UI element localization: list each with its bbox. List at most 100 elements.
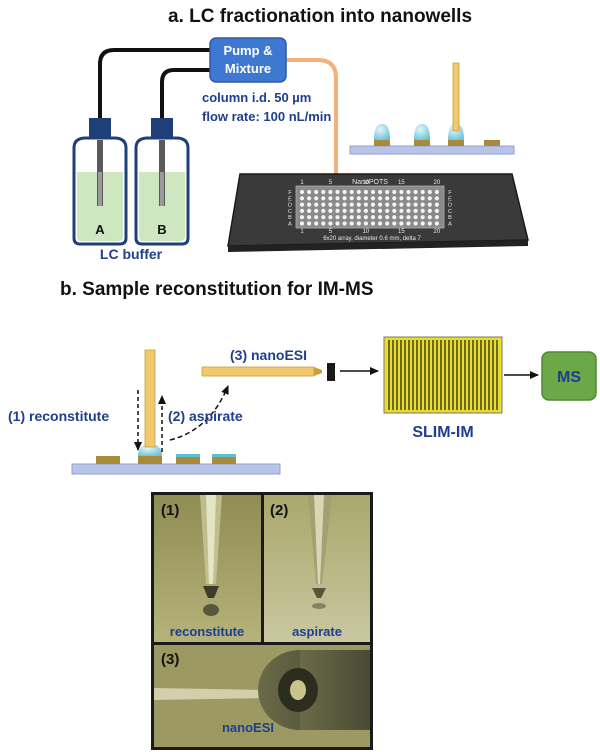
section-b-title: b. Sample reconstitution for IM-MS <box>60 279 374 300</box>
nanowell <box>392 215 397 220</box>
pump-label-line1: Pump & <box>223 43 272 58</box>
nanowell <box>406 196 411 201</box>
nanowell <box>299 196 305 201</box>
nanowell <box>399 215 404 220</box>
nanowell <box>328 208 333 213</box>
nanowell <box>413 221 418 226</box>
nanowell <box>434 202 439 207</box>
chip-row-letter: B <box>448 215 452 221</box>
nanowell <box>427 221 432 226</box>
nanoesi-emitter <box>201 366 315 377</box>
nanowell <box>328 215 333 220</box>
photo2-number: (2) <box>270 502 288 519</box>
nanowell <box>413 189 418 195</box>
nanowell <box>299 202 305 207</box>
nanowell <box>299 189 305 195</box>
nanowell <box>406 215 411 220</box>
nanowell <box>427 208 432 213</box>
step-reconstitute-label: (1) reconstitute <box>8 408 109 424</box>
nanowell <box>392 189 397 195</box>
nanowell <box>427 189 432 195</box>
nanowell <box>363 208 368 213</box>
nanowell <box>314 215 319 220</box>
column-id-label: column i.d. 50 µm <box>202 90 311 105</box>
nanowell <box>363 215 368 220</box>
nanowell <box>314 221 319 226</box>
ms-box: MS <box>541 351 597 401</box>
nanowell <box>349 215 354 220</box>
chip-row-letter: D <box>448 203 452 209</box>
nanowell <box>335 189 340 195</box>
nanowell <box>314 196 319 201</box>
nanowell <box>363 196 368 201</box>
slim-im-label: SLIM-IM <box>412 424 473 441</box>
pump-label-line2: Mixture <box>225 61 271 76</box>
nanowell <box>406 221 411 226</box>
droplet <box>374 124 390 140</box>
nanowell <box>420 196 425 201</box>
section-a-title: a. LC fractionation into nanowells <box>168 6 472 27</box>
nanowell <box>420 215 425 220</box>
nanowell <box>342 202 347 207</box>
nanowell <box>427 202 432 207</box>
nanowell <box>378 202 383 207</box>
nanowell <box>342 189 347 195</box>
nanowell <box>328 196 333 201</box>
nanowell <box>420 202 425 207</box>
nanowell <box>420 189 425 195</box>
nanowell <box>392 221 397 226</box>
chip-column-number: 20 <box>434 180 441 186</box>
nanowell <box>434 208 439 213</box>
photo-reconstitute: (1) reconstitute <box>154 495 261 642</box>
inlet-orifice <box>327 363 335 381</box>
flow-rate-label: flow rate: 100 nL/min <box>202 109 331 124</box>
step-nanoesi-label: (3) nanoESI <box>230 347 307 363</box>
nanowell <box>370 196 376 201</box>
nanowell <box>434 189 439 195</box>
nanowell <box>307 215 312 220</box>
nanowell <box>406 202 411 207</box>
fractionation-schematic <box>349 62 515 155</box>
nanowell <box>349 196 354 201</box>
droplet <box>138 444 162 456</box>
tubing-a <box>98 48 210 120</box>
capillary <box>452 62 460 132</box>
nanowell <box>299 208 305 213</box>
tubing-b <box>160 68 210 120</box>
nanowell <box>370 202 376 207</box>
nanowell <box>385 221 390 226</box>
droplet <box>414 124 430 140</box>
nanowell <box>378 196 383 201</box>
nanowell <box>307 202 312 207</box>
nanowell <box>378 221 383 226</box>
nanowell <box>321 221 326 226</box>
nanowell <box>335 221 340 226</box>
nanowell <box>385 208 390 213</box>
nanowell <box>314 202 319 207</box>
nanowell <box>434 215 439 220</box>
nanowell <box>321 208 326 213</box>
nanowell <box>385 202 390 207</box>
photo2-caption: aspirate <box>292 624 342 639</box>
photo-aspirate: (2) aspirate <box>264 495 370 642</box>
photo3-caption: nanoESI <box>222 720 274 735</box>
lc-buffer-label: LC buffer <box>100 246 163 262</box>
nanowell <box>370 221 376 226</box>
chip-column-number: 1 <box>300 180 304 186</box>
photo-nanoesi: (3) nanoESI <box>154 645 370 747</box>
nanowell <box>321 189 326 195</box>
nanowell <box>427 196 432 201</box>
nanowell <box>385 196 390 201</box>
nanowell <box>406 208 411 213</box>
nanowell <box>349 202 354 207</box>
photo1-number: (1) <box>161 502 179 519</box>
chip-name: NanoPOTS <box>352 179 388 186</box>
chip-column-number: 10 <box>363 229 370 235</box>
nanowell <box>406 189 411 195</box>
chip-row-letter: A <box>448 222 452 228</box>
chip-caption: 6x20 array, diameter 0.6 mm, delta 7 <box>323 236 421 242</box>
nanowell <box>342 196 347 201</box>
nanowell <box>392 202 397 207</box>
